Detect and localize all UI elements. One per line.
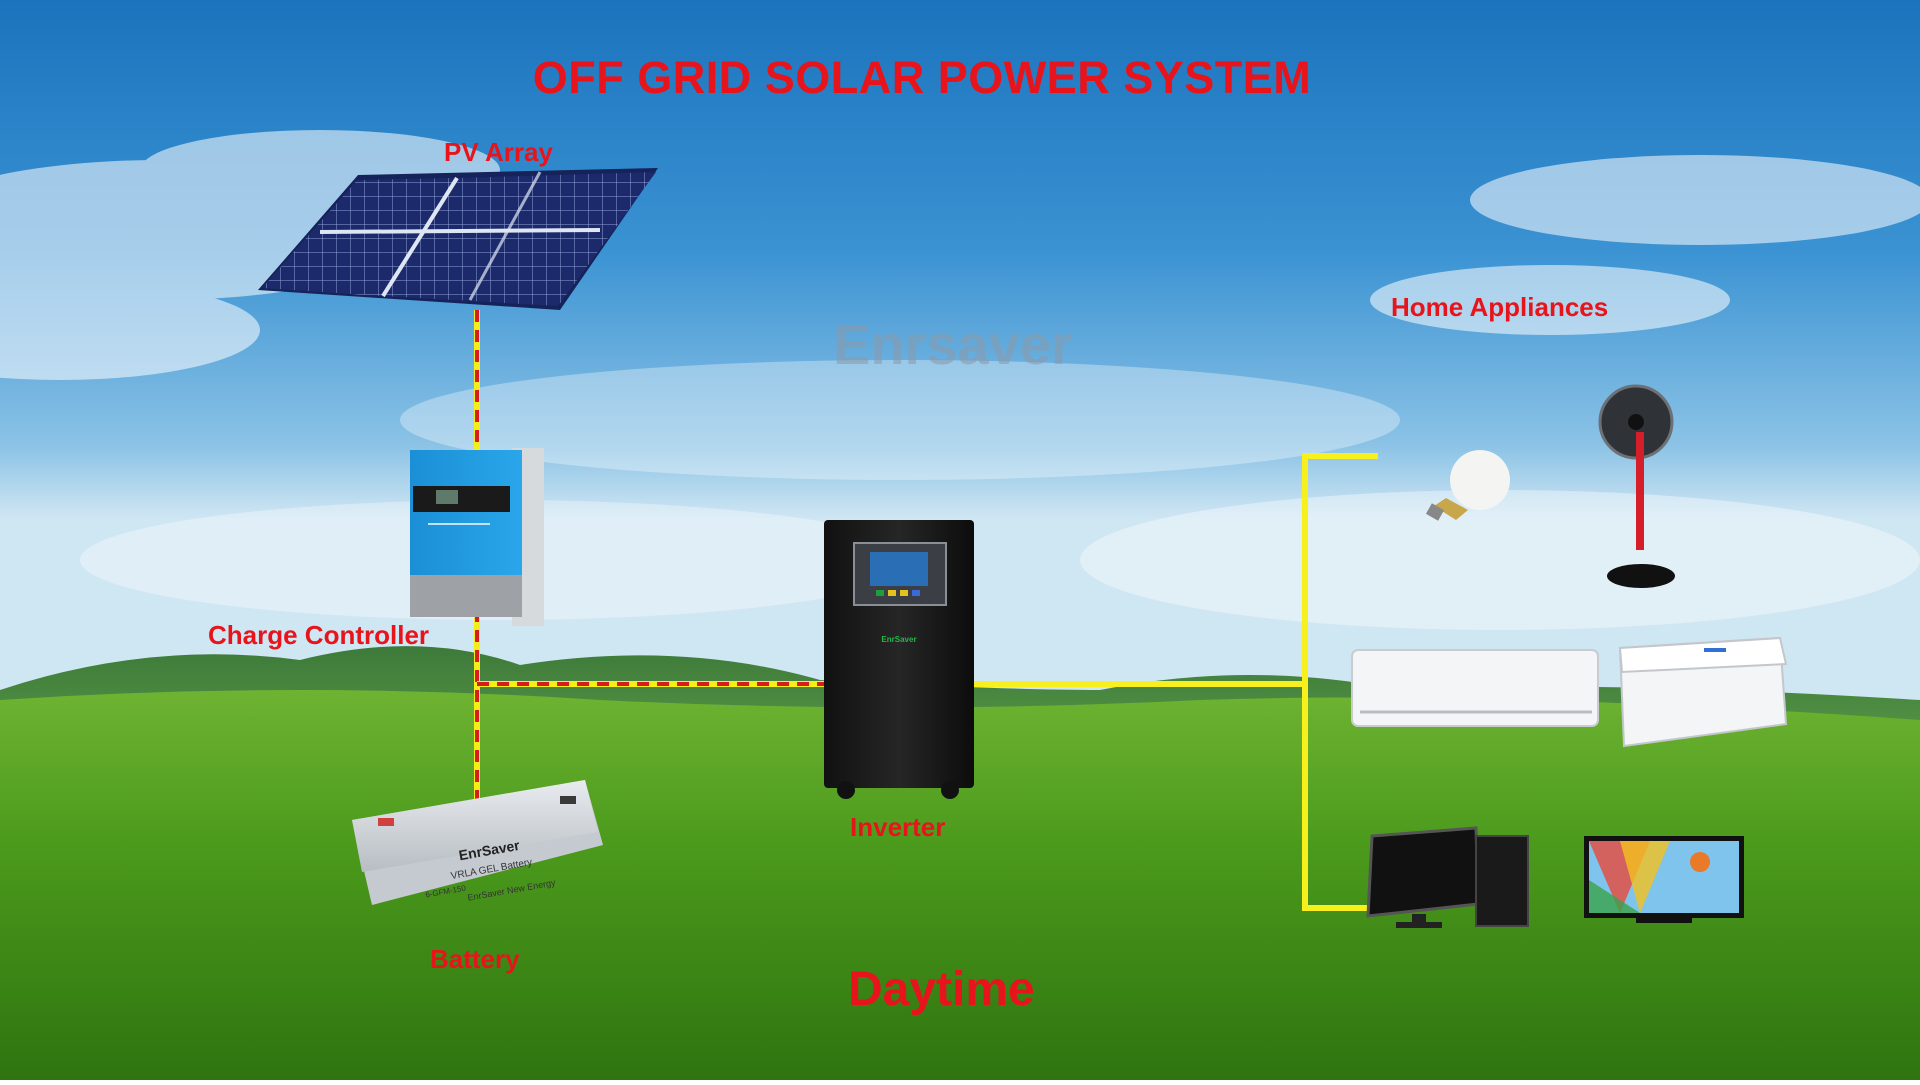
pv-array-label: PV Array — [444, 137, 553, 167]
chest-freezer-icon — [1618, 636, 1788, 748]
inverter-device: EnrSaver — [824, 520, 974, 799]
television-icon — [1584, 836, 1744, 923]
desktop-computer-icon — [1366, 826, 1529, 928]
charge-controller-label: Charge Controller — [208, 620, 430, 650]
stand-fan-icon — [1598, 384, 1675, 588]
air-conditioner-icon — [1351, 649, 1599, 727]
battery-label: Battery — [430, 944, 520, 974]
battery-device: EnrSaver VRLA GEL Battery 6-GFM-150 EnrS… — [352, 780, 603, 905]
page-title: OFF GRID SOLAR POWER SYSTEM — [532, 52, 1312, 103]
charge-controller-device — [410, 448, 544, 626]
ac-wiring — [972, 453, 1378, 911]
home-appliances-label: Home Appliances — [1391, 292, 1609, 322]
pv-array — [258, 168, 658, 310]
light-bulb-icon — [1425, 450, 1510, 521]
inverter-label: Inverter — [850, 812, 946, 842]
inverter-brand-text: EnrSaver — [881, 635, 916, 644]
daytime-label: Daytime — [848, 963, 1035, 1016]
watermark-text: Enrsaver — [833, 313, 1073, 376]
